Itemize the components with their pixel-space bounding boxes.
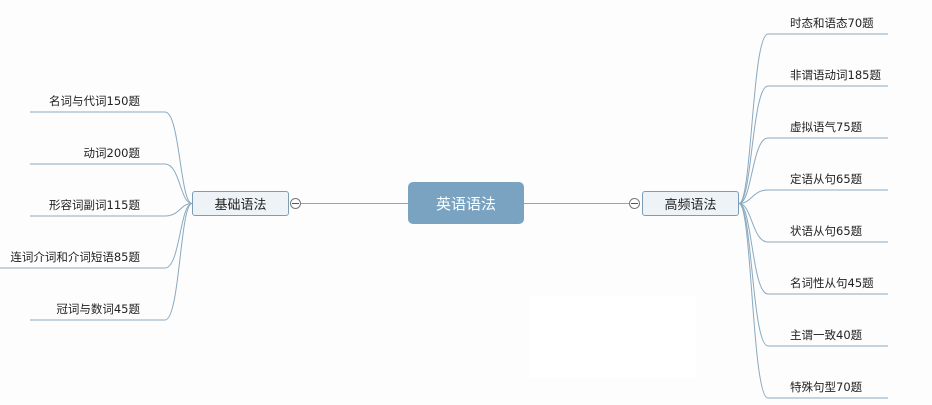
connector-right-leaf xyxy=(738,189,888,204)
connector-right-leaf xyxy=(738,137,888,204)
central-topic[interactable]: 英语语法 xyxy=(408,182,524,224)
connector-right-leaf xyxy=(738,203,888,295)
right-subtopic[interactable]: 名词性从句45题 xyxy=(790,276,874,290)
right-subtopic[interactable]: 状语从句65题 xyxy=(790,224,863,238)
collapse-left-icon[interactable] xyxy=(290,198,301,209)
left-subtopic[interactable]: 冠词与数词45题 xyxy=(56,302,140,316)
right-subtopic[interactable]: 主谓一致40题 xyxy=(790,328,863,342)
branch-basic-grammar-label: 基础语法 xyxy=(214,198,267,213)
right-subtopic[interactable]: 非谓语动词185题 xyxy=(790,68,881,82)
connector-right-leaf xyxy=(738,203,888,243)
connector-right-leaf xyxy=(738,203,888,347)
connector-left-leaf xyxy=(30,203,193,321)
connector-right-leaf xyxy=(738,33,888,204)
left-subtopic[interactable]: 连词介词和介词短语85题 xyxy=(10,250,140,264)
connector-left-leaf xyxy=(30,163,193,204)
connector-right-leaf xyxy=(738,203,888,399)
branch-high-frequency-grammar-label: 高频语法 xyxy=(664,198,717,213)
collapse-right-icon[interactable] xyxy=(629,198,640,209)
branch-high-frequency-grammar[interactable]: 高频语法 xyxy=(642,191,739,216)
blank-overlay xyxy=(530,296,696,378)
left-subtopic[interactable]: 动词200题 xyxy=(83,146,140,160)
right-subtopic[interactable]: 特殊句型70题 xyxy=(790,380,863,394)
connector-left-leaf xyxy=(30,203,193,217)
right-subtopic[interactable]: 虚拟语气75题 xyxy=(790,120,863,134)
branch-basic-grammar[interactable]: 基础语法 xyxy=(192,191,289,216)
connector-left-leaf xyxy=(0,203,193,269)
connector-left-leaf xyxy=(30,111,193,204)
left-subtopic[interactable]: 名词与代词150题 xyxy=(49,94,140,108)
right-subtopic[interactable]: 时态和语态70题 xyxy=(790,16,874,30)
central-topic-label: 英语语法 xyxy=(435,194,496,213)
right-subtopic[interactable]: 定语从句65题 xyxy=(790,172,863,186)
left-subtopic[interactable]: 形容词副词115题 xyxy=(49,198,140,212)
connector-right-leaf xyxy=(738,85,888,204)
